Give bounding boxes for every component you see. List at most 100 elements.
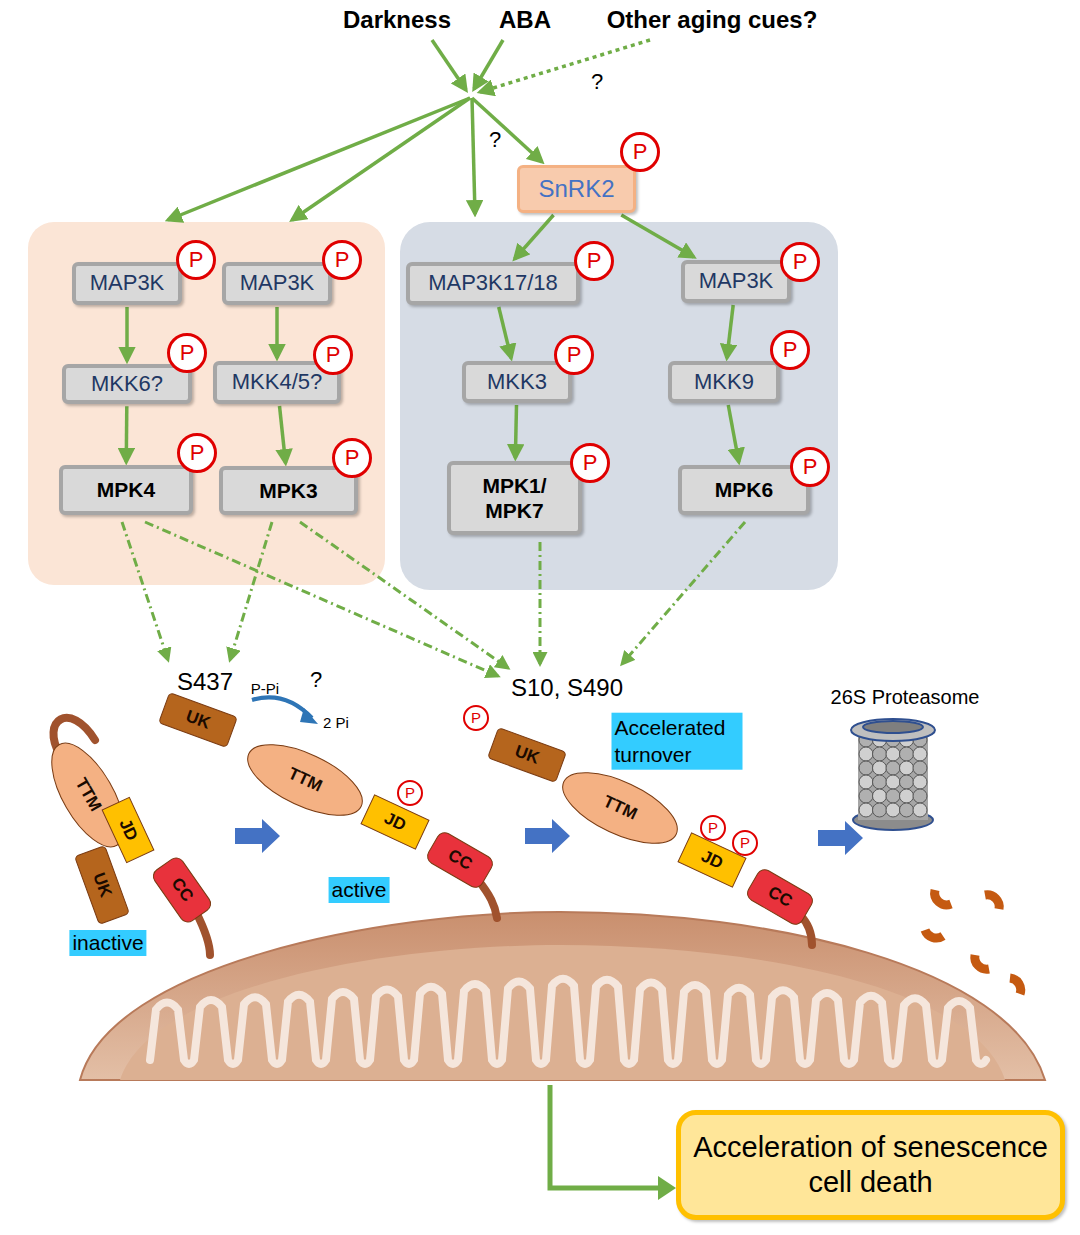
subunit: [900, 803, 914, 817]
subunit: [886, 789, 900, 803]
subunit: [886, 803, 900, 817]
domain-label: UK: [512, 741, 542, 768]
cristae: [150, 979, 986, 1064]
activation-arrow: [728, 405, 739, 462]
node-label: MAP3K: [240, 270, 315, 296]
question-mark: ?: [489, 127, 501, 153]
subunit: [900, 761, 914, 775]
kinase-box: MAP3K: [681, 260, 791, 303]
subunit: [859, 789, 873, 803]
kinase-box: MKK6?: [62, 364, 192, 404]
subunit: [913, 789, 927, 803]
phospho-mark: P: [463, 705, 489, 731]
activation-arrow: [727, 305, 733, 358]
activation-arrow: [515, 215, 554, 259]
subunit: [900, 775, 914, 789]
crista: [150, 979, 986, 1064]
node-label: MPK6: [715, 477, 773, 502]
subunit: [873, 789, 887, 803]
subunit: [859, 803, 873, 817]
activation-arrow: [499, 307, 511, 358]
node-label: MPK4: [97, 477, 155, 502]
phosphate-arrowhead: [300, 708, 318, 724]
state-label: inactive: [69, 930, 146, 956]
mitochondrion-inner: [120, 945, 1005, 1080]
protein-domains: [37, 693, 815, 928]
activation-arrow: [275, 307, 279, 358]
node-label: MKK4/5?: [232, 369, 323, 395]
site-label: S437: [177, 668, 233, 696]
subunit: [913, 747, 927, 761]
activation-arrow: [621, 215, 693, 257]
mitochondrion: [80, 912, 1045, 1080]
phospho-mark: P: [732, 830, 758, 856]
phospho-mark: P: [574, 241, 614, 281]
phospho-mark: P: [700, 815, 726, 841]
phospho-mark: P: [176, 240, 216, 280]
phosphate-label: P-Pi: [251, 680, 279, 697]
subunit: [873, 747, 887, 761]
peptide-fragments: [925, 890, 1021, 994]
phospho-mark: P: [620, 132, 660, 172]
domain-label: UK: [88, 870, 115, 900]
domain-label: JD: [698, 846, 726, 873]
subunit: [873, 761, 887, 775]
subunit: [886, 747, 900, 761]
phospho-mark: P: [554, 335, 594, 375]
outcome-box: Acceleration of senescence cell death: [676, 1110, 1065, 1220]
subunit: [886, 761, 900, 775]
output-arrow: [550, 1085, 662, 1188]
question-mark: ?: [591, 69, 603, 95]
kinase-box: SnRK2: [517, 165, 636, 213]
phospho-mark: P: [790, 447, 830, 487]
kinase-box: MKK3: [462, 361, 572, 403]
dashed-arrows: [122, 522, 745, 676]
output-arrowhead: [658, 1176, 676, 1200]
node-label: MPK3: [259, 478, 317, 503]
phospho-mark: P: [770, 330, 810, 370]
node-label: SnRK2: [538, 175, 614, 204]
phospho-mark: P: [332, 438, 372, 478]
process-arrows: [235, 819, 863, 855]
subunit: [900, 747, 914, 761]
state-label: Accelerated turnover: [612, 713, 743, 770]
cue-label: ABA: [499, 6, 551, 34]
cue-label: Darkness: [343, 6, 451, 34]
domain-label: CC: [167, 874, 197, 906]
domain-label: TTM: [71, 775, 106, 815]
domain-label: TTM: [600, 792, 640, 825]
site-label: S10, S490: [511, 674, 623, 702]
node-label: MAP3K: [90, 270, 165, 296]
node-label: MAP3K17/18: [428, 270, 558, 296]
subunit: [913, 775, 927, 789]
subunit: [913, 803, 927, 817]
activation-arrow: [280, 406, 286, 463]
node-label: MAP3K: [699, 268, 774, 294]
activation-arrow: [125, 406, 129, 462]
subunit: [900, 789, 914, 803]
kinase-box: MPK3: [219, 466, 358, 515]
pink-panel: [28, 222, 385, 585]
phospho-mark: P: [313, 335, 353, 375]
proteasome: [851, 719, 935, 830]
kinase-box: MPK1/ MPK7: [447, 461, 582, 535]
kinase-box: MAP3K: [72, 262, 182, 305]
subunit: [859, 747, 873, 761]
phospho-mark: P: [570, 443, 610, 483]
phospho-mark: P: [322, 240, 362, 280]
subunit: [859, 761, 873, 775]
node-label: MPK1/ MPK7: [475, 473, 555, 523]
domain-label: CC: [764, 882, 795, 912]
node-label: MKK9: [694, 369, 754, 395]
domain-label: JD: [114, 816, 141, 844]
subunit: [913, 761, 927, 775]
activation-arrow: [125, 307, 129, 361]
node-label: Acceleration of senescence cell death: [693, 1130, 1048, 1200]
domain-label: JD: [381, 808, 409, 835]
subunit: [873, 775, 887, 789]
phospho-mark: P: [780, 242, 820, 282]
cue-label: Other aging cues?: [607, 6, 818, 34]
node-label: MKK3: [487, 369, 547, 395]
